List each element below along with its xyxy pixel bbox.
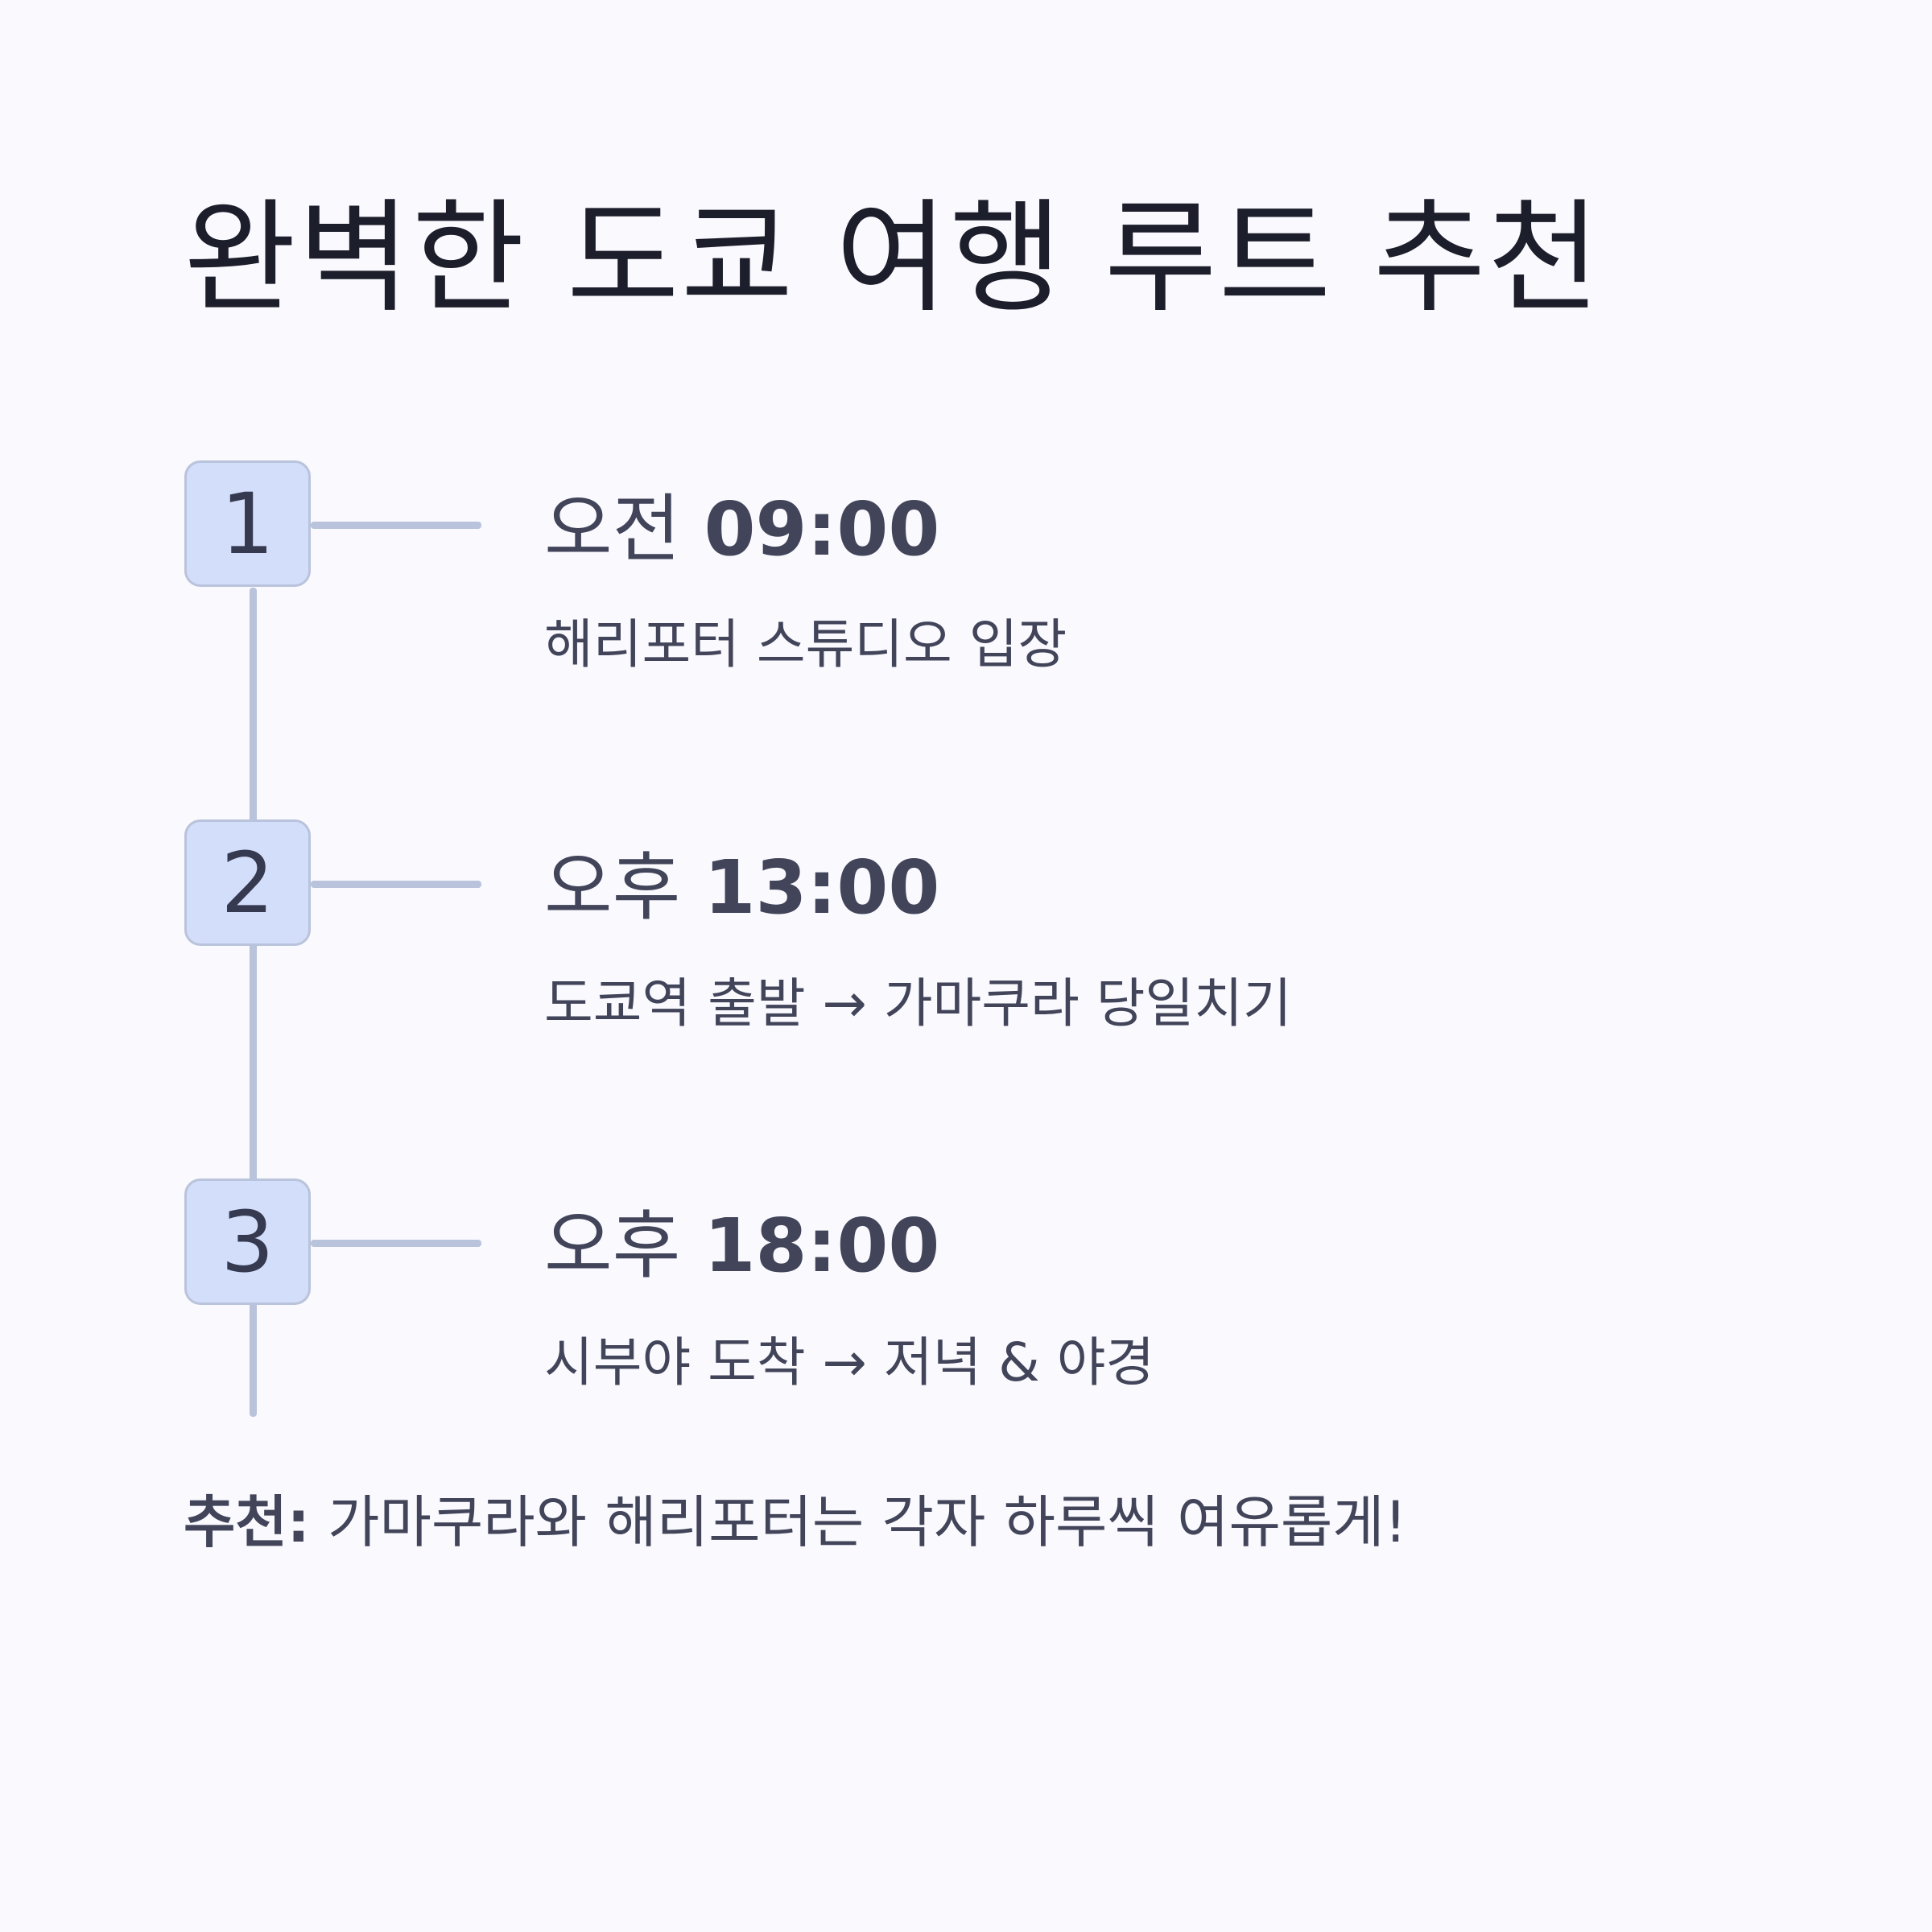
step-connector-3: [311, 1240, 481, 1247]
step-number: 1: [221, 474, 275, 573]
step-time-2: 오후 13:00: [544, 851, 939, 925]
step-badge-3: 3: [184, 1179, 311, 1305]
step-badge-1: 1: [184, 460, 311, 587]
timeline-spine: [250, 588, 257, 1417]
step-number: 3: [221, 1192, 275, 1291]
step-connector-2: [311, 881, 481, 888]
step-clock: 09:00: [704, 486, 940, 572]
step-period: 오후: [544, 844, 681, 931]
step-clock: 13:00: [704, 844, 940, 931]
recommendation-text: 가마쿠라와 해리포터는 각자 하루씩 여유롭게!: [328, 1489, 1407, 1555]
step-number: 2: [221, 833, 275, 932]
recommendation-note: 추천: 가마쿠라와 해리포터는 각자 하루씩 여유롭게!: [184, 1494, 1407, 1550]
step-connector-1: [311, 522, 481, 529]
step-period: 오전: [544, 486, 681, 572]
step-clock: 18:00: [704, 1203, 940, 1289]
step-description-1: 해리포터 스튜디오 입장: [544, 613, 1067, 675]
step-description-2: 도쿄역 출발 → 가마쿠라 당일치기: [544, 972, 1292, 1034]
step-time-3: 오후 18:00: [544, 1209, 939, 1283]
step-time-1: 오전 09:00: [544, 493, 939, 567]
step-period: 오후: [544, 1203, 681, 1289]
step-description-3: 시부야 도착 → 저녁 & 야경: [544, 1331, 1155, 1393]
step-badge-2: 2: [184, 819, 311, 946]
recommendation-label: 추천:: [184, 1489, 310, 1555]
page-title: 완벽한 도쿄 여행 루트 추천: [184, 187, 1602, 329]
